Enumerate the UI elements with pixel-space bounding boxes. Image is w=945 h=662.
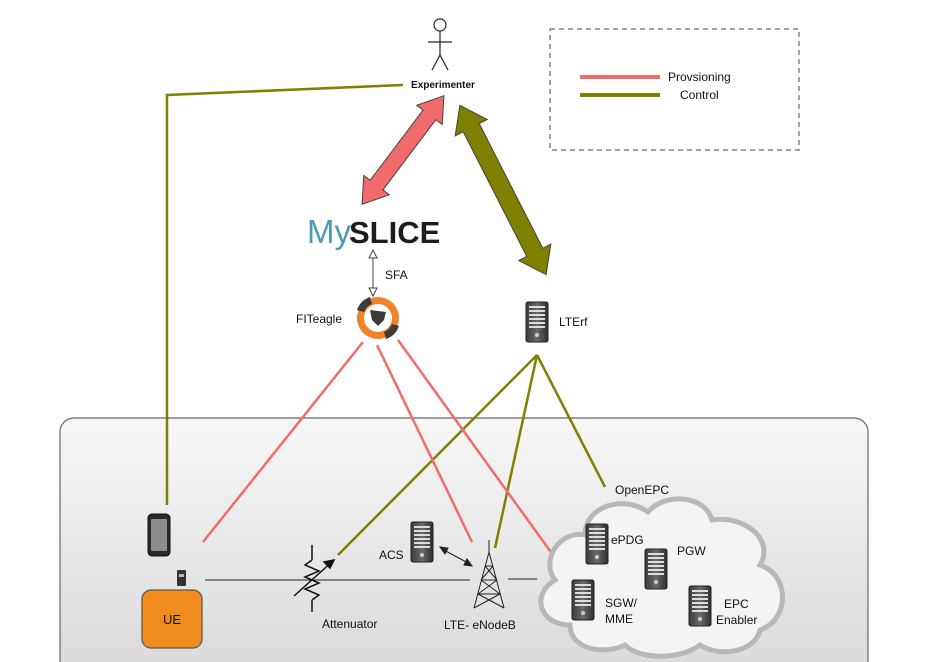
myslice-prefix: My xyxy=(307,213,351,250)
myslice-suffix: SLICE xyxy=(349,215,440,250)
sgw-mme-server-icon xyxy=(571,579,595,621)
prov-line-fiteagle-enodeb xyxy=(375,344,474,543)
ue-node: UE xyxy=(141,589,203,649)
fiteagle-label: FITeagle xyxy=(296,312,342,326)
sgw-label-line2: MME xyxy=(605,612,633,626)
acs-enodeb-link xyxy=(438,546,474,567)
openepc-label: OpenEPC xyxy=(615,483,669,497)
epc-enabler-label-line2: Enabler xyxy=(716,613,757,627)
control-double-arrow xyxy=(454,104,552,276)
sfa-label: SFA xyxy=(385,268,408,282)
pgw-server-icon xyxy=(644,548,668,590)
control-lines xyxy=(165,83,607,556)
provisioning-lines xyxy=(202,339,555,556)
legend-provisioning-label: Provsioning xyxy=(668,70,731,84)
lterf-server-icon xyxy=(525,301,549,343)
control-line-lterf-attenuator xyxy=(337,354,538,556)
sgw-label-line1: SGW/ xyxy=(605,596,638,610)
enodeb-label: LTE- eNodeB xyxy=(444,618,516,632)
epdg-label: ePDG xyxy=(611,533,644,547)
prov-line-fiteagle-ue xyxy=(202,341,364,543)
acs-label: ACS xyxy=(379,548,404,562)
legend: Provsioning Control xyxy=(549,28,800,151)
attenuator-icon xyxy=(293,545,336,612)
acs-server-icon xyxy=(410,521,434,563)
pgw-label: PGW xyxy=(677,544,706,558)
attenuator-label: Attenuator xyxy=(322,617,377,631)
control-line-lterf-enodeb xyxy=(493,354,539,549)
fiteagle-logo-icon xyxy=(357,297,399,339)
sfa-link xyxy=(368,248,378,298)
control-line-experimenter-ue xyxy=(165,83,404,505)
control-line-lterf-openepc xyxy=(535,354,607,488)
experimenter-actor-icon xyxy=(428,18,452,71)
epdg-server-icon xyxy=(585,523,609,565)
smartphone-icon xyxy=(147,513,171,557)
prov-line-fiteagle-openepc xyxy=(396,339,555,556)
enodeb-tower-icon xyxy=(473,540,505,609)
experimenter-label: Experimenter xyxy=(411,80,475,91)
provisioning-double-arrow xyxy=(361,94,445,206)
myslice-logo: My SLICE xyxy=(307,213,440,250)
epc-enabler-label-line1: EPC xyxy=(724,597,749,611)
epc-enabler-server-icon xyxy=(688,585,712,627)
legend-control-label: Control xyxy=(680,88,719,102)
ue-label: UE xyxy=(163,612,181,627)
ue-dongle-icon xyxy=(177,570,186,586)
lterf-label: LTErf xyxy=(559,315,588,329)
